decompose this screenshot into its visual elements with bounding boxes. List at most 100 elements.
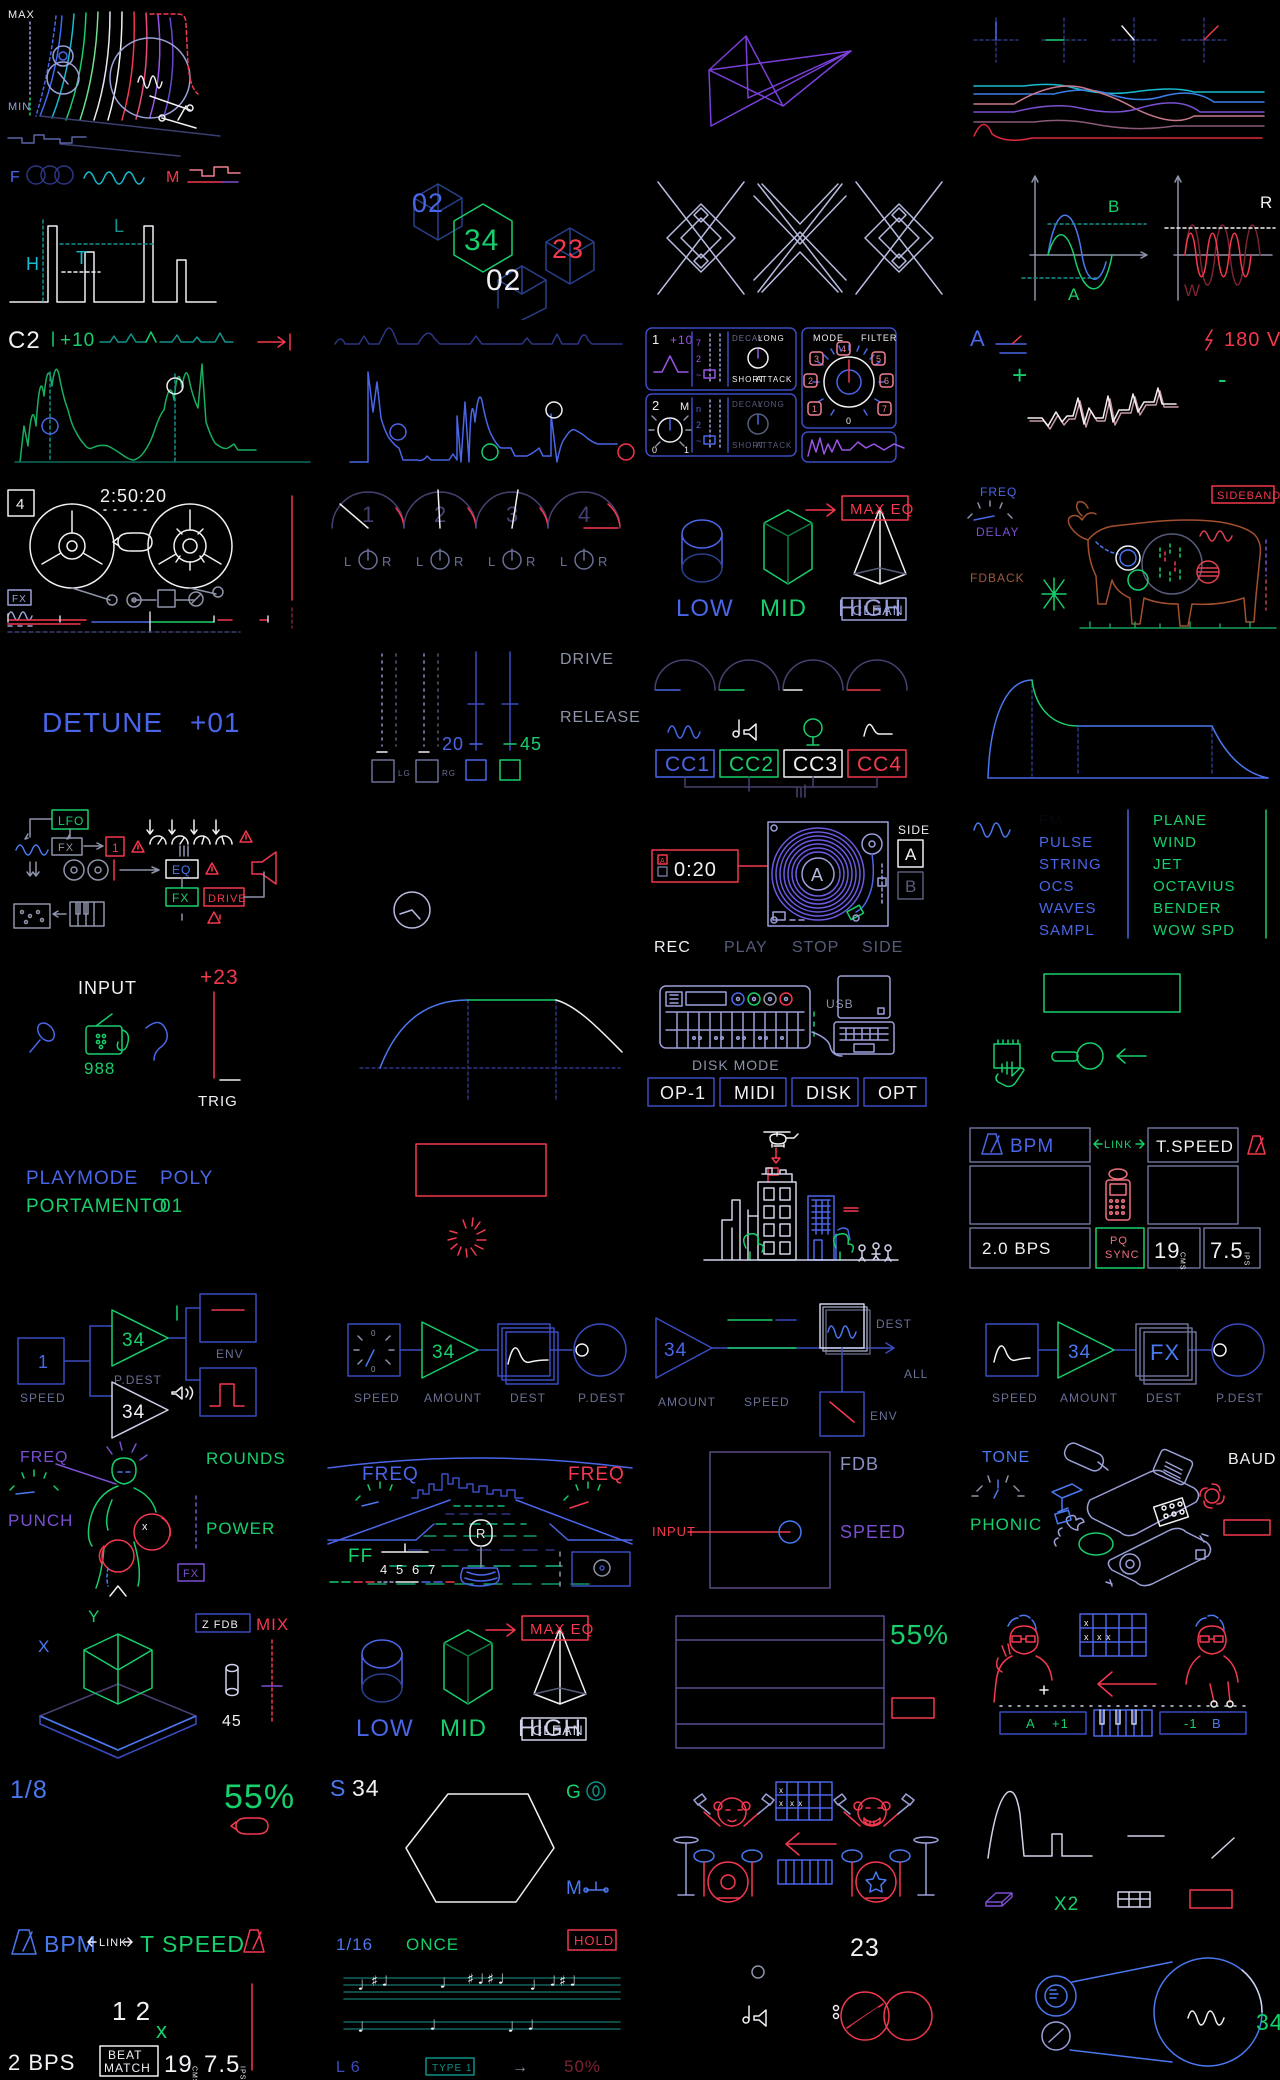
pdest-selector[interactable] xyxy=(1211,1323,1265,1377)
disk-button[interactable] xyxy=(791,1077,859,1107)
side-button[interactable]: SIDE xyxy=(862,939,903,956)
pq-sync-button[interactable] xyxy=(1095,1227,1145,1269)
maxeq-badge[interactable] xyxy=(521,1615,589,1641)
tonearm[interactable] xyxy=(846,833,883,921)
mult-value[interactable]: 25 xyxy=(168,1985,241,2054)
gear-stick[interactable]: R xyxy=(460,1519,500,1587)
mode-button-1[interactable] xyxy=(807,401,822,416)
loop-icon[interactable] xyxy=(112,532,153,552)
radio-icon[interactable] xyxy=(85,1013,130,1055)
menu-item[interactable]: WAVES xyxy=(1039,900,1097,917)
envelope-shape[interactable] xyxy=(987,1790,1093,1859)
mode-button-2[interactable] xyxy=(803,373,818,388)
reel-left[interactable] xyxy=(29,503,115,589)
mode-button-6[interactable] xyxy=(879,373,894,388)
amp-2[interactable]: 34 xyxy=(111,1381,194,1439)
fx1-box[interactable] xyxy=(51,837,83,856)
dial-1[interactable] xyxy=(973,17,1019,63)
marker-white[interactable] xyxy=(545,401,563,419)
speed-box[interactable] xyxy=(985,1323,1039,1377)
text-entry-field[interactable] xyxy=(1043,973,1181,1013)
detune-value[interactable]: +01 xyxy=(190,707,241,738)
menu-item[interactable]: SAMPL xyxy=(1039,922,1095,939)
op1-button[interactable] xyxy=(647,1077,715,1107)
low-label[interactable]: LOW xyxy=(356,1715,414,1742)
dest-box-stack[interactable] xyxy=(497,1323,559,1385)
dial-4[interactable] xyxy=(1181,17,1227,63)
marker-green[interactable] xyxy=(481,443,499,461)
maxeq-badge[interactable] xyxy=(841,495,909,521)
turntable[interactable]: A xyxy=(767,821,889,927)
menu-item[interactable]: PULSE xyxy=(1039,834,1093,851)
link-label[interactable]: LINK xyxy=(1104,1139,1132,1151)
joystick-icon[interactable] xyxy=(1051,1483,1083,1525)
hexagon[interactable] xyxy=(405,1793,555,1903)
m-label[interactable]: M xyxy=(566,1878,583,1899)
mid-label[interactable]: MID xyxy=(440,1715,487,1742)
g-label[interactable]: G xyxy=(566,1782,582,1803)
ear-icon[interactable] xyxy=(145,1021,168,1061)
link-label[interactable]: LINK xyxy=(99,1937,127,1949)
master-slider[interactable] xyxy=(287,495,297,629)
slider-1[interactable] xyxy=(465,651,487,781)
high-label[interactable]: HIGH xyxy=(518,1715,582,1742)
marker-blue[interactable] xyxy=(389,423,407,441)
mode-button-5[interactable] xyxy=(871,351,886,366)
playmode-value[interactable]: POLY xyxy=(160,1168,213,1189)
hold-badge[interactable] xyxy=(567,1929,617,1951)
low-label[interactable]: LOW xyxy=(676,595,734,622)
clean-badge[interactable] xyxy=(841,597,907,621)
hex-selector[interactable] xyxy=(453,203,513,273)
fx-badge[interactable] xyxy=(7,589,32,606)
piano-selector[interactable] xyxy=(777,1859,833,1885)
mode-button-3[interactable] xyxy=(809,351,824,366)
piano-selector[interactable] xyxy=(1093,1709,1153,1737)
amount-amp[interactable]: 34 xyxy=(1057,1321,1115,1379)
midi-button[interactable] xyxy=(719,1077,787,1107)
rec-button[interactable]: REC xyxy=(654,939,691,956)
mode-button-7[interactable] xyxy=(877,401,892,416)
fx-badge[interactable] xyxy=(177,1563,205,1582)
ch2-knob[interactable] xyxy=(657,417,683,443)
edit-grid[interactable] xyxy=(675,1615,885,1749)
speed-slider-top[interactable] xyxy=(727,1317,797,1324)
mode-button-4[interactable] xyxy=(836,341,851,356)
pdest-selector[interactable] xyxy=(573,1323,627,1377)
menu-item[interactable]: STRING xyxy=(1039,856,1102,873)
feedback-area[interactable] xyxy=(709,1451,831,1589)
amount-amp[interactable]: 34 xyxy=(421,1321,479,1379)
rg-box[interactable] xyxy=(415,759,439,783)
division-label[interactable]: 1/16 xyxy=(336,1935,373,1954)
x2-label[interactable]: X2 xyxy=(1054,1894,1079,1915)
keypad-hand-icon[interactable] xyxy=(993,1039,1025,1088)
send-box[interactable] xyxy=(105,836,125,857)
dest-box-stack[interactable] xyxy=(819,1303,871,1355)
deck-b-bar[interactable] xyxy=(1159,1711,1247,1735)
bpm-value[interactable]: 120 xyxy=(984,1175,1063,1224)
track-box[interactable] xyxy=(7,489,35,517)
beat-match-button[interactable] xyxy=(99,2045,159,2077)
direction-arrow[interactable]: → xyxy=(512,2059,529,2076)
ff-label[interactable]: FF xyxy=(348,1546,373,1567)
start-handle[interactable] xyxy=(41,417,59,435)
amount-amp[interactable]: 34 xyxy=(655,1317,713,1379)
bpm-value[interactable]: 120 xyxy=(4,1985,113,2054)
menu-item[interactable]: OCTAVIUS xyxy=(1153,878,1235,895)
menu-item[interactable]: FM xyxy=(1039,812,1063,829)
tape-drum[interactable] xyxy=(109,37,191,119)
cursor-circle[interactable] xyxy=(778,1520,802,1544)
end-handle[interactable] xyxy=(166,377,184,395)
menu-item[interactable]: JET xyxy=(1153,856,1183,873)
env-box[interactable] xyxy=(199,1293,257,1343)
side-a-button[interactable] xyxy=(897,839,924,868)
env-knob[interactable] xyxy=(747,413,769,435)
stop-button[interactable]: STOP xyxy=(792,939,839,956)
reel-right[interactable] xyxy=(147,503,233,589)
lg-box[interactable] xyxy=(371,759,395,783)
menu-item[interactable]: BENDER xyxy=(1153,900,1222,917)
shape-box[interactable] xyxy=(199,1367,257,1417)
amp-1[interactable]: 34 xyxy=(111,1305,178,1367)
portamento-value[interactable]: 01 xyxy=(160,1196,183,1217)
opt-button[interactable] xyxy=(863,1077,927,1107)
xyz-cube[interactable] xyxy=(83,1633,153,1705)
